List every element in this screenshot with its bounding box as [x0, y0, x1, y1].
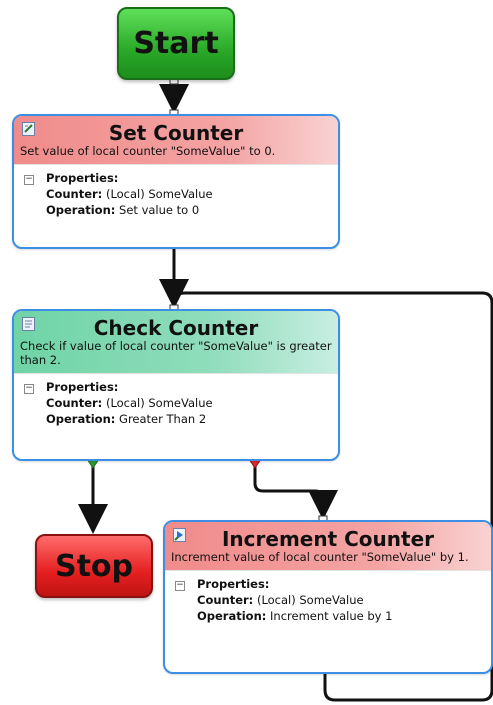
start-label: Start	[133, 26, 219, 61]
counter-key: Counter:	[197, 593, 254, 607]
set-counter-icon	[22, 122, 35, 136]
collapse-icon[interactable]: −	[175, 580, 185, 591]
start-node[interactable]: Start	[117, 7, 235, 80]
stop-node[interactable]: Stop	[35, 534, 153, 598]
operation-value: Set value to 0	[119, 203, 200, 217]
stop-label: Stop	[54, 548, 134, 584]
properties-label: Properties:	[46, 171, 119, 185]
set-counter-node[interactable]: Set Counter Set value of local counter "…	[12, 114, 340, 249]
collapse-icon[interactable]: −	[24, 383, 34, 394]
counter-key: Counter:	[46, 187, 103, 201]
properties-label: Properties:	[197, 577, 270, 591]
counter-property: Counter: (Local) SomeValue	[46, 395, 332, 411]
counter-value: (Local) SomeValue	[105, 187, 213, 201]
operation-key: Operation:	[46, 203, 116, 217]
operation-key: Operation:	[46, 412, 116, 426]
operation-value: Increment value by 1	[270, 609, 393, 623]
counter-value: (Local) SomeValue	[105, 396, 213, 410]
check-counter-node[interactable]: Check Counter Check if value of local co…	[12, 309, 340, 461]
increment-counter-description: Increment value of local counter "SomeVa…	[171, 550, 469, 564]
wire-loop-back	[173, 291, 493, 702]
check-counter-description: Check if value of local counter "SomeVal…	[20, 339, 332, 367]
check-counter-icon	[22, 317, 35, 331]
counter-property: Counter: (Local) SomeValue	[197, 592, 485, 608]
counter-value: (Local) SomeValue	[256, 593, 364, 607]
operation-value: Greater Than 2	[119, 412, 207, 426]
operation-key: Operation:	[197, 609, 267, 623]
wire-check-false-to-increment	[253, 463, 338, 520]
increment-counter-icon	[173, 528, 186, 542]
counter-property: Counter: (Local) SomeValue	[46, 186, 332, 202]
counter-key: Counter:	[46, 396, 103, 410]
increment-counter-title: Increment Counter	[221, 527, 434, 551]
set-counter-description: Set value of local counter "SomeValue" t…	[20, 144, 276, 158]
set-counter-title: Set Counter	[108, 121, 244, 145]
operation-property: Operation: Set value to 0	[46, 202, 332, 218]
check-counter-title: Check Counter	[93, 316, 259, 340]
operation-property: Operation: Greater Than 2	[46, 411, 332, 427]
collapse-icon[interactable]: −	[24, 174, 34, 185]
increment-counter-node[interactable]: Increment Counter Increment value of loc…	[163, 520, 493, 674]
operation-property: Operation: Increment value by 1	[197, 608, 485, 624]
properties-label: Properties:	[46, 380, 119, 394]
